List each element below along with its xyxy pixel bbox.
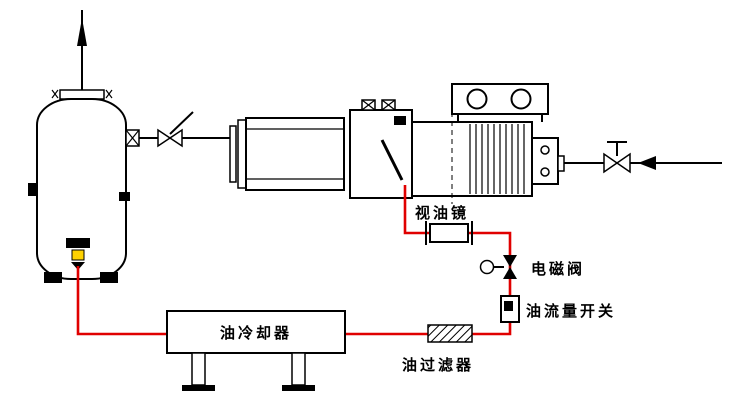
motor-flange-outer xyxy=(229,125,237,183)
left-arrow-icon xyxy=(638,156,656,170)
coupling-port xyxy=(394,116,406,125)
flow-switch-label: 油流量开关 xyxy=(526,302,616,320)
solenoid-top-wedge xyxy=(503,255,517,267)
coupling-lever xyxy=(380,139,404,181)
vessel-right-fitting xyxy=(119,192,130,201)
compressor-body xyxy=(411,121,533,197)
coupling-bolts xyxy=(361,99,396,111)
oil-filter xyxy=(427,324,473,343)
suction-nub xyxy=(557,155,565,172)
mounting-bracket xyxy=(451,83,549,122)
sight-glass-body xyxy=(429,223,469,243)
up-arrow-icon xyxy=(77,18,87,46)
feed-line-group xyxy=(139,111,231,148)
oil-filter-body xyxy=(427,324,473,343)
oil-cooler-body xyxy=(166,310,346,354)
vessel-left-fitting xyxy=(28,183,37,196)
valve-right-wedge xyxy=(168,128,183,148)
suction-line-group xyxy=(564,141,722,174)
compressor-motor-unit xyxy=(229,83,565,204)
compressor-fins xyxy=(469,124,525,194)
vessel-top-flange xyxy=(59,89,105,100)
oil-cooler-label: 油冷却器 xyxy=(220,324,292,342)
drain-highlight xyxy=(71,249,85,261)
drain-valve-body xyxy=(66,238,90,248)
bracket-hole-right xyxy=(510,88,532,110)
end-cap-bolt-top xyxy=(540,145,550,155)
valve-left-wedge xyxy=(157,128,172,148)
flow-switch-element xyxy=(504,301,513,311)
valve-lever xyxy=(169,111,194,135)
oil-flow-switch xyxy=(500,295,520,323)
solenoid-coil xyxy=(479,259,495,275)
oil-cooler: 油冷却器 xyxy=(166,310,346,391)
sight-glass-label: 视油镜 xyxy=(415,204,469,222)
nozzle-hatch xyxy=(125,129,140,147)
solenoid-valve xyxy=(479,255,517,279)
solenoid-valve-label: 电磁阀 xyxy=(531,260,585,278)
oil-separator-vessel xyxy=(28,10,140,283)
cooler-legs xyxy=(182,352,315,391)
manual-shutoff-valve xyxy=(157,111,194,148)
motor-body xyxy=(245,117,345,191)
sight-glass xyxy=(425,221,473,245)
end-cap-bolt-bottom xyxy=(540,167,550,177)
flange-bolt-ticks xyxy=(51,89,113,99)
bracket-hole-left xyxy=(466,88,488,110)
vessel-foot-left xyxy=(44,272,62,283)
valve-right-wedge xyxy=(615,152,631,174)
motor-flange-inner xyxy=(237,119,247,189)
valve-left-wedge xyxy=(603,152,619,174)
oil-filter-label: 油过滤器 xyxy=(402,356,474,374)
vessel-foot-right xyxy=(100,272,118,283)
solenoid-bottom-wedge xyxy=(503,267,517,279)
suction-valve xyxy=(603,141,631,174)
end-cap xyxy=(531,137,559,185)
